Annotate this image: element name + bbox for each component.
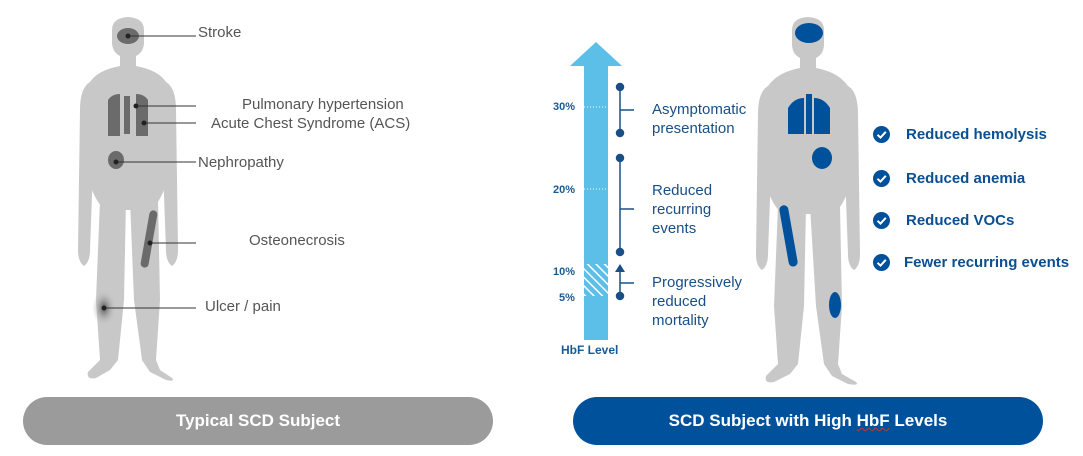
benefit-fewer-recurring-events: Fewer recurring events — [873, 254, 1069, 271]
right-arm-r — [844, 86, 860, 270]
hbf-axis-label: HbF Level — [561, 343, 619, 357]
tick-30: 30% — [553, 101, 576, 113]
benefit-reduced-anemia: Reduced anemia — [873, 170, 1025, 187]
right-leg-l — [765, 206, 806, 383]
check-circle-icon — [873, 126, 890, 143]
label-acs: Acute Chest Syndrome (ACS) — [211, 115, 411, 132]
right-bone-organ — [779, 205, 798, 267]
check-circle-icon — [873, 254, 890, 271]
tick-10: 10% — [553, 266, 576, 278]
left-leg-r — [130, 200, 174, 381]
left-leg-l — [87, 200, 126, 379]
right-lungs-organ — [788, 98, 830, 134]
benefit-reduced-hemolysis: Reduced hemolysis — [873, 126, 1047, 143]
label-pulmonary-hypertension: Pulmonary hypertension — [242, 96, 404, 113]
tick-20: 20% — [553, 184, 576, 196]
label-ulcer-pain: Ulcer / pain — [205, 298, 281, 315]
effect-reduced-recurring: Reduced recurring events — [652, 182, 713, 237]
check-circle-icon — [873, 170, 890, 187]
left-arm-l — [78, 82, 94, 266]
right-leg-organ — [829, 292, 841, 318]
left-bone-organ — [140, 210, 158, 268]
right-brain-organ — [795, 23, 823, 43]
right-arm-l — [756, 86, 772, 270]
label-nephropathy: Nephropathy — [198, 154, 284, 171]
label-stroke: Stroke — [198, 24, 242, 41]
label-osteonecrosis: Osteonecrosis — [249, 232, 345, 249]
caption-typical-scd: Typical SCD Subject — [23, 397, 493, 445]
tick-5: 5% — [559, 292, 575, 304]
effect-asymptomatic: Asymptomatic presentation — [652, 101, 747, 137]
right-torso — [768, 68, 848, 214]
effect-reduced-mortality: Progressively reduced mortality — [652, 274, 743, 329]
check-circle-icon — [873, 212, 890, 229]
right-kidney-organ — [812, 147, 832, 169]
benefit-reduced-vocs: Reduced VOCs — [873, 212, 1014, 229]
caption-high-hbf: SCD Subject with High HbF Levels — [573, 397, 1043, 445]
left-arm-r — [162, 82, 178, 266]
